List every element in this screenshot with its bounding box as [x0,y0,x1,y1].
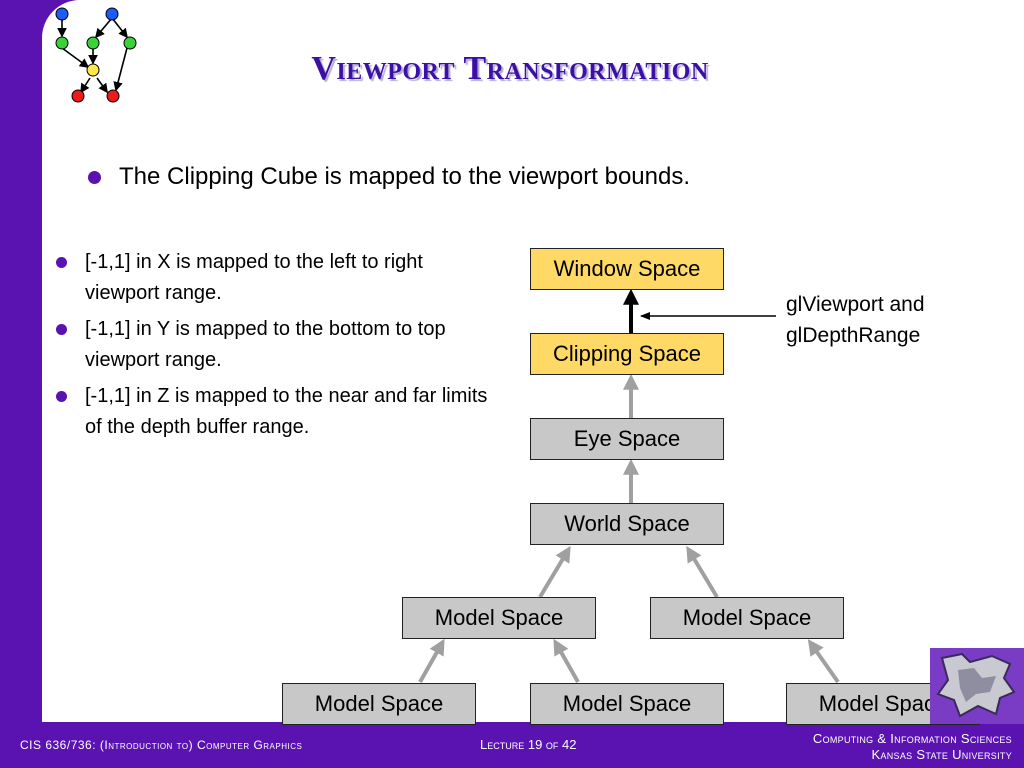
graph-logo-icon [55,7,137,103]
model-space-box-bottom-left: Model Space [282,683,476,725]
main-bullet: The Clipping Cube is mapped to the viewp… [88,163,690,191]
viewport-annotation: glViewport and glDepthRange [786,289,925,351]
model-space-box-mid-left: Model Space [402,597,596,639]
footer-course: CIS 636/736: (Introduction to) Computer … [20,738,303,752]
world-space-box: World Space [530,503,724,545]
eye-space-box: Eye Space [530,418,724,460]
footer-dept-line-2: Kansas State University [871,747,1012,762]
main-bullet-text: The Clipping Cube is mapped to the viewp… [119,163,691,190]
sub-bullet-y: [-1,1] in Y is mapped to the bottom to t… [56,314,496,376]
footer-lecture: Lecture 19 of 42 [480,737,577,752]
annotation-line-1: glViewport and [786,293,925,316]
sub-bullet-z: [-1,1] in Z is mapped to the near and fa… [56,381,496,443]
footer-dept-line-1: Computing & Information Sciences [812,731,1012,746]
ksu-wildcat-logo-icon [930,648,1024,724]
clipping-space-box: Clipping Space [530,333,724,375]
bullet-dot-icon [56,257,67,268]
model-space-box-mid-right: Model Space [650,597,844,639]
sub-bullet-list: [-1,1] in X is mapped to the left to rig… [56,247,496,448]
model-space-box-bottom-center: Model Space [530,683,724,725]
bullet-dot-icon [88,170,101,184]
bullet-dot-icon [56,391,67,402]
window-space-box: Window Space [530,248,724,290]
sub-bullet-text: [-1,1] in Y is mapped to the bottom to t… [85,318,446,371]
slide-title: Viewport Transformation [311,50,709,87]
sub-bullet-x: [-1,1] in X is mapped to the left to rig… [56,247,496,309]
sub-bullet-text: [-1,1] in Z is mapped to the near and fa… [85,385,488,438]
footer-department: Computing & Information Sciences Kansas … [813,731,1012,763]
sub-bullet-text: [-1,1] in X is mapped to the left to rig… [85,251,423,304]
bullet-dot-icon [56,324,67,335]
annotation-line-2: glDepthRange [786,324,921,347]
